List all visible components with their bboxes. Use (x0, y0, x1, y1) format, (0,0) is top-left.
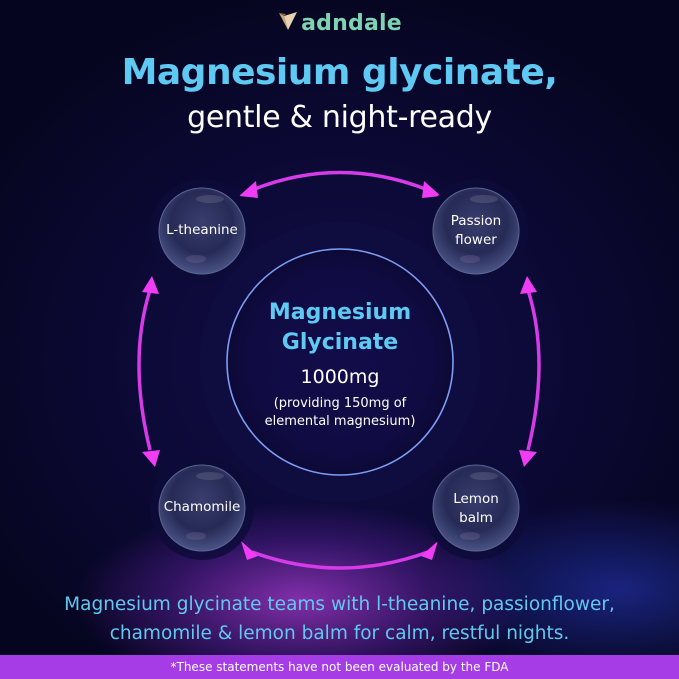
headline-line-1: Magnesium glycinate, (121, 52, 558, 93)
brand-name: adndale (301, 10, 402, 36)
ingredient-label-passion-flower: Passion flower (431, 212, 521, 250)
ingredient-label-lemon-balm: Lemon balm (431, 490, 521, 528)
body-line-1: Magnesium glycinate teams with l-theanin… (64, 594, 615, 615)
origami-bird-icon (277, 10, 299, 36)
body-line-2: chamomile & lemon balm for calm, restful… (109, 623, 570, 644)
center-title-line-2: Glycinate (281, 330, 399, 355)
center-dose: 1000mg (300, 366, 380, 388)
ingredient-label-chamomile: Chamomile (157, 498, 247, 517)
center-ring (226, 248, 454, 476)
center-title-line-1: Magnesium (268, 300, 412, 325)
label-line: balm (459, 510, 493, 526)
center-note: (providing 150mg of elemental magnesium) (220, 395, 460, 431)
ingredient-label-l-theanine: L-theanine (157, 221, 247, 240)
body-description: Magnesium glycinate teams with l-theanin… (0, 590, 679, 648)
label-line: L-theanine (166, 222, 238, 238)
brand-logo: adndale (0, 10, 679, 36)
double-headed-arrow-icon (137, 170, 541, 570)
bubble-l-theanine (150, 179, 254, 283)
center-note-line-1: (providing 150mg of (273, 396, 407, 411)
label-line: Lemon (453, 491, 499, 507)
bubble-lemon-balm (424, 456, 528, 560)
bubble-passion-flower (424, 179, 528, 283)
arrowheads (142, 181, 537, 560)
label-line: flower (455, 232, 497, 248)
fda-disclaimer-bar: *These statements have not been evaluate… (0, 655, 679, 679)
center-title: Magnesium Glycinate (220, 298, 460, 358)
headline-line-2: gentle & night-ready (187, 100, 492, 135)
label-line: Passion (450, 213, 502, 229)
label-line: Chamomile (163, 499, 241, 515)
center-note-line-2: elemental magnesium) (264, 414, 416, 429)
bubble-chamomile (150, 456, 254, 560)
